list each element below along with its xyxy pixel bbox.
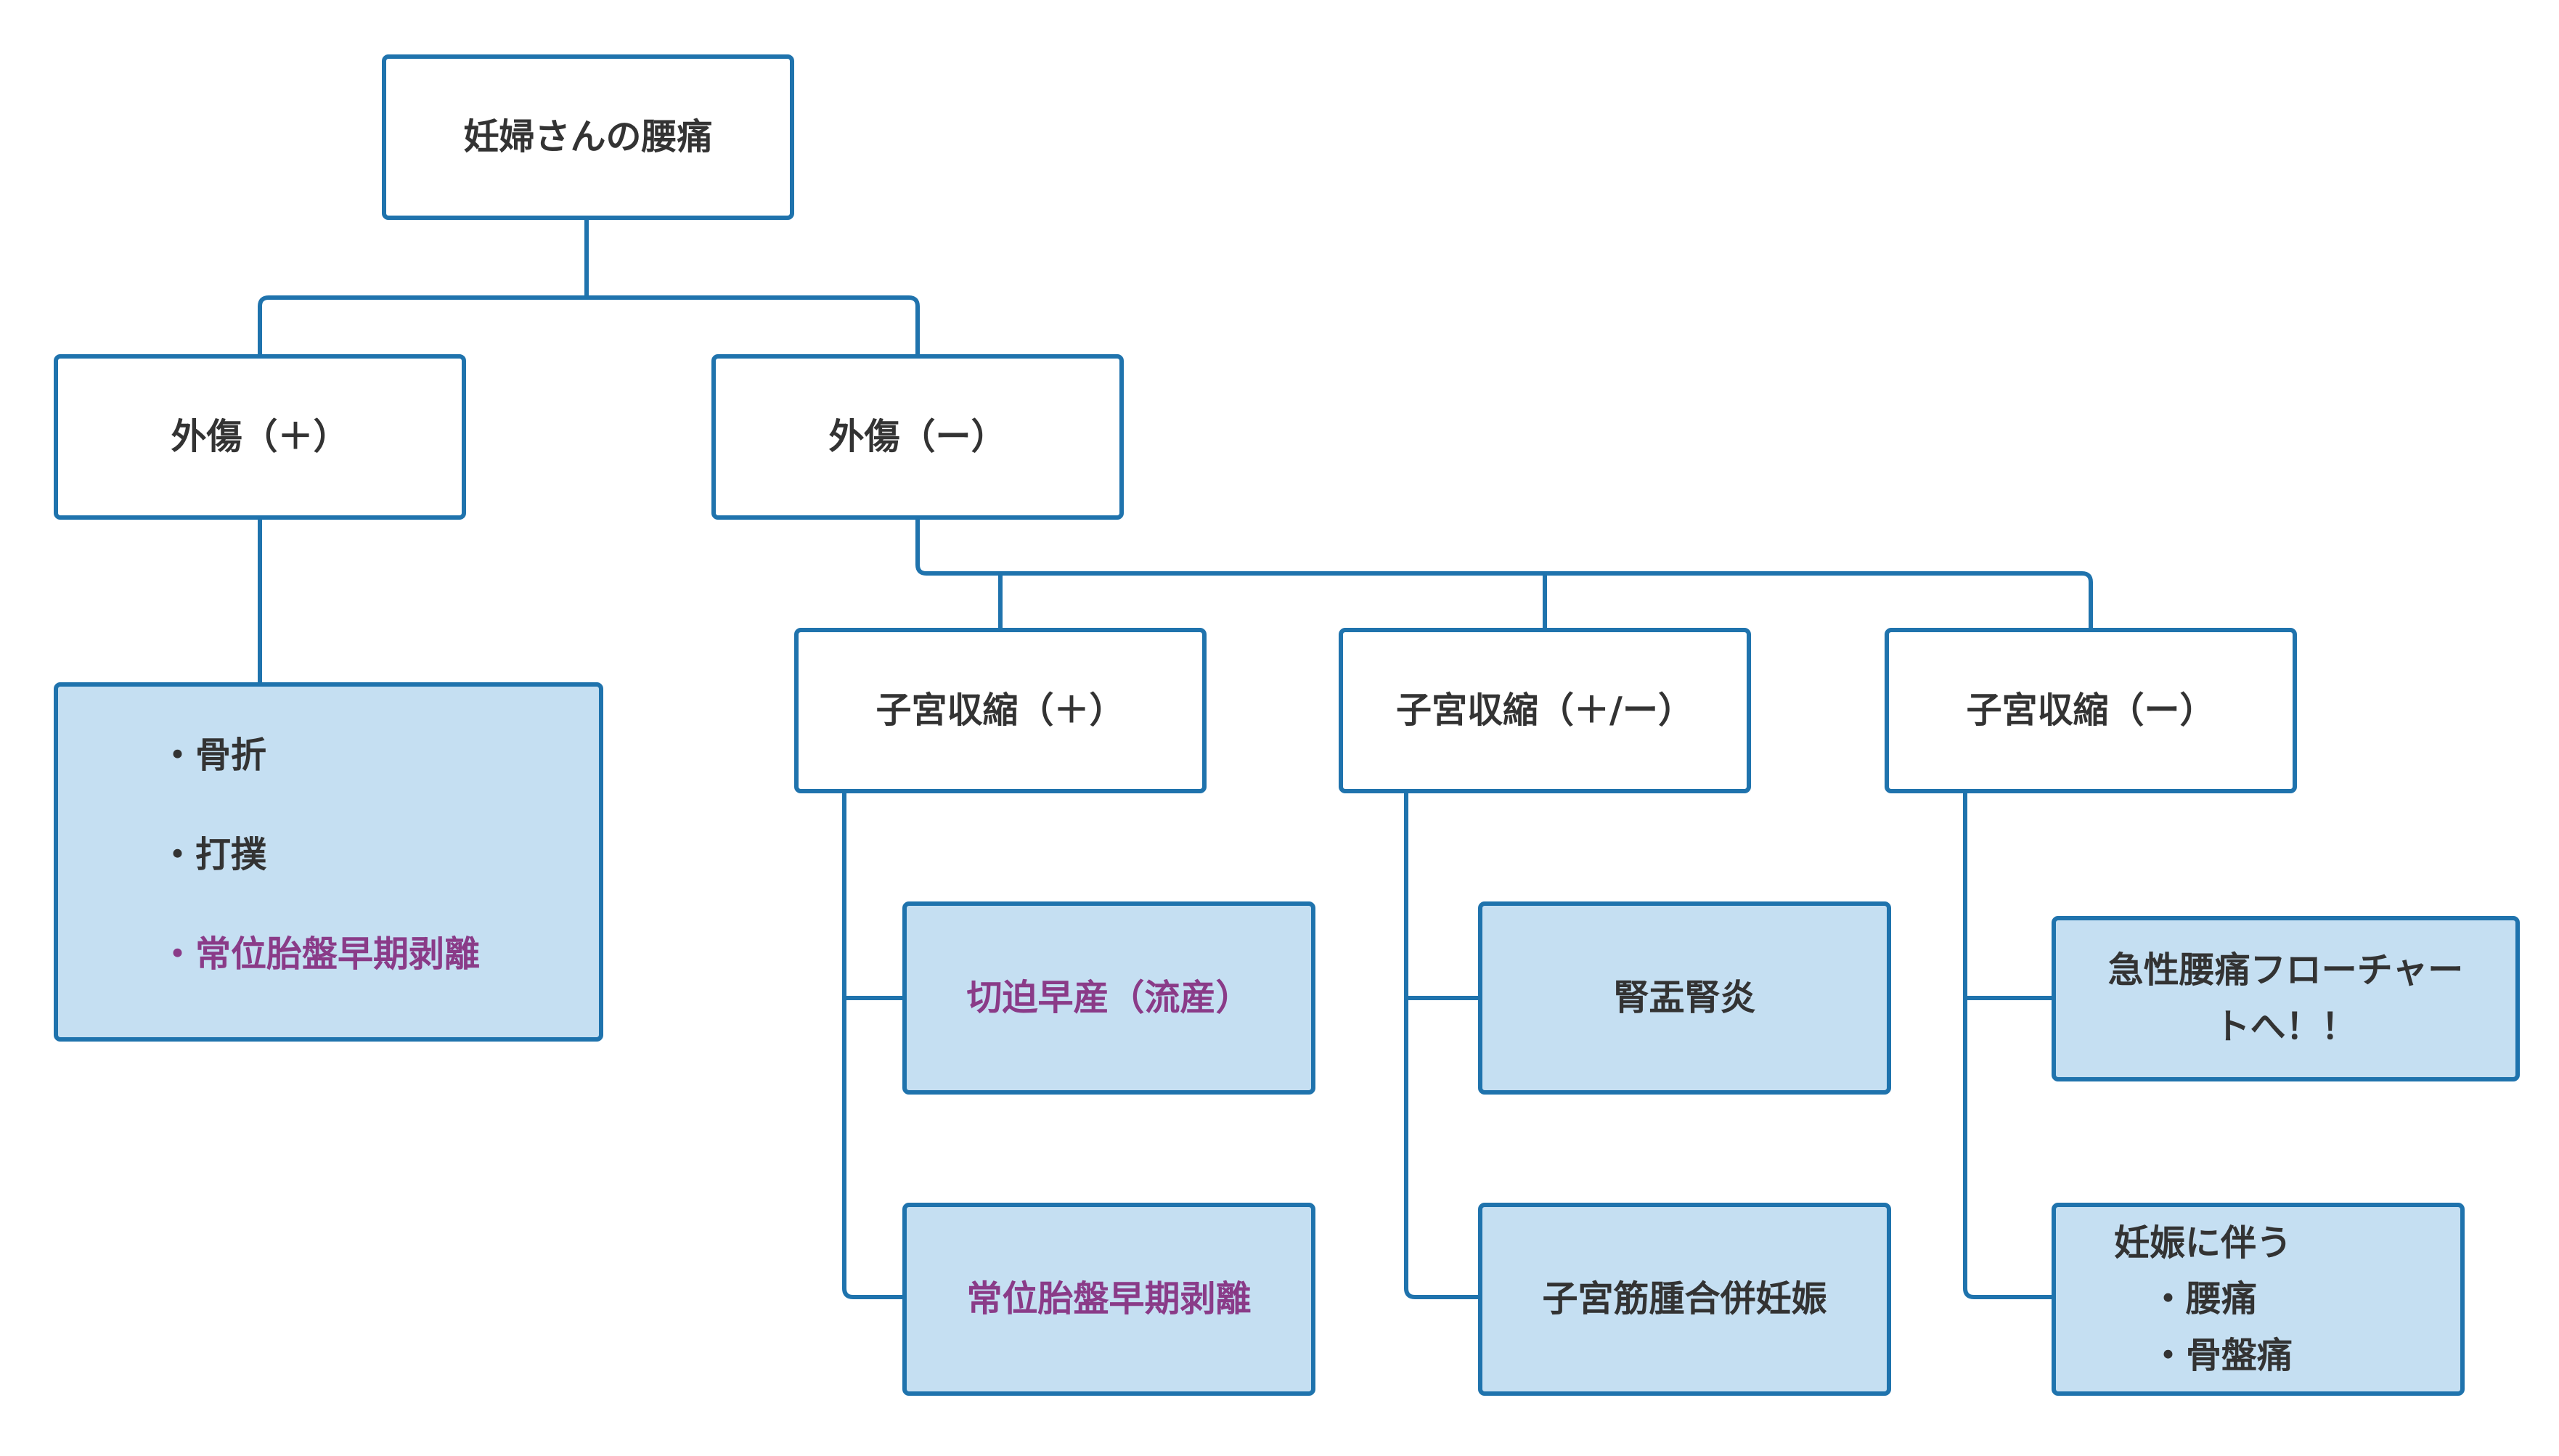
contraction-positive-node: 子宮収縮（＋） xyxy=(794,628,1207,793)
pregnancy-item-pelvic-pain: ・骨盤痛 xyxy=(2150,1334,2293,1376)
connector-neg-leaves xyxy=(1963,793,2052,1299)
connector-pm-leaves xyxy=(1404,793,1478,1299)
myoma-node: 子宮筋腫合併妊娠 xyxy=(1478,1203,1891,1396)
contraction-pm-label: 子宮収縮（＋/ー） xyxy=(1396,690,1694,732)
root-label: 妊婦さんの腰痛 xyxy=(463,116,713,158)
trauma-negative-label: 外傷（ー） xyxy=(828,416,1007,458)
list-item-abruption: ・常位胎盤早期剥離 xyxy=(160,933,481,975)
pyelonephritis-node: 腎盂腎炎 xyxy=(1478,901,1891,1095)
pregnancy-related-title: 妊娠に伴う xyxy=(2114,1222,2293,1264)
acute-lumbago-line1: 急性腰痛フローチャー xyxy=(2107,949,2464,991)
contraction-pm-node: 子宮収縮（＋/ー） xyxy=(1339,628,1751,793)
abruption-node: 常位胎盤早期剥離 xyxy=(902,1203,1315,1396)
trauma-positive-label: 外傷（＋） xyxy=(171,416,349,458)
connector-root-split xyxy=(258,295,920,354)
preterm-labor-label: 切迫早産（流産） xyxy=(966,977,1252,1019)
pregnancy-related-node: 妊娠に伴う ・腰痛 ・骨盤痛 xyxy=(2052,1203,2465,1396)
pregnancy-related-text: 妊娠に伴う ・腰痛 ・骨盤痛 xyxy=(2114,1215,2293,1383)
acute-lumbago-line2: トへ！！ xyxy=(2214,1006,2357,1047)
contraction-negative-label: 子宮収縮（ー） xyxy=(1966,690,2216,732)
connector-trauma-neg xyxy=(915,519,2093,628)
trauma-positive-list: ・骨折 ・打撲 ・常位胎盤早期剥離 xyxy=(54,682,603,1042)
list-item-fracture: ・骨折 xyxy=(160,734,267,776)
trauma-negative-node: 外傷（ー） xyxy=(711,354,1124,520)
trauma-positive-items: ・骨折 ・打撲 ・常位胎盤早期剥離 xyxy=(160,687,584,1037)
contraction-positive-label: 子宮収縮（＋） xyxy=(876,690,1125,732)
abruption-label: 常位胎盤早期剥離 xyxy=(966,1278,1252,1320)
list-item-bruise: ・打撲 xyxy=(160,833,267,875)
pregnancy-item-back-pain: ・腰痛 xyxy=(2150,1278,2258,1320)
connector-pos-leaves xyxy=(842,793,902,1299)
acute-lumbago-text: 急性腰痛フローチャー トへ！！ xyxy=(2108,942,2464,1056)
myoma-label: 子宮筋腫合併妊娠 xyxy=(1542,1278,1827,1320)
pyelonephritis-label: 腎盂腎炎 xyxy=(1613,977,1756,1019)
trauma-positive-node: 外傷（＋） xyxy=(54,354,466,520)
acute-lumbago-node: 急性腰痛フローチャー トへ！！ xyxy=(2052,916,2520,1081)
preterm-labor-node: 切迫早産（流産） xyxy=(902,901,1315,1095)
contraction-negative-node: 子宮収縮（ー） xyxy=(1885,628,2297,793)
root-node: 妊婦さんの腰痛 xyxy=(382,54,794,220)
